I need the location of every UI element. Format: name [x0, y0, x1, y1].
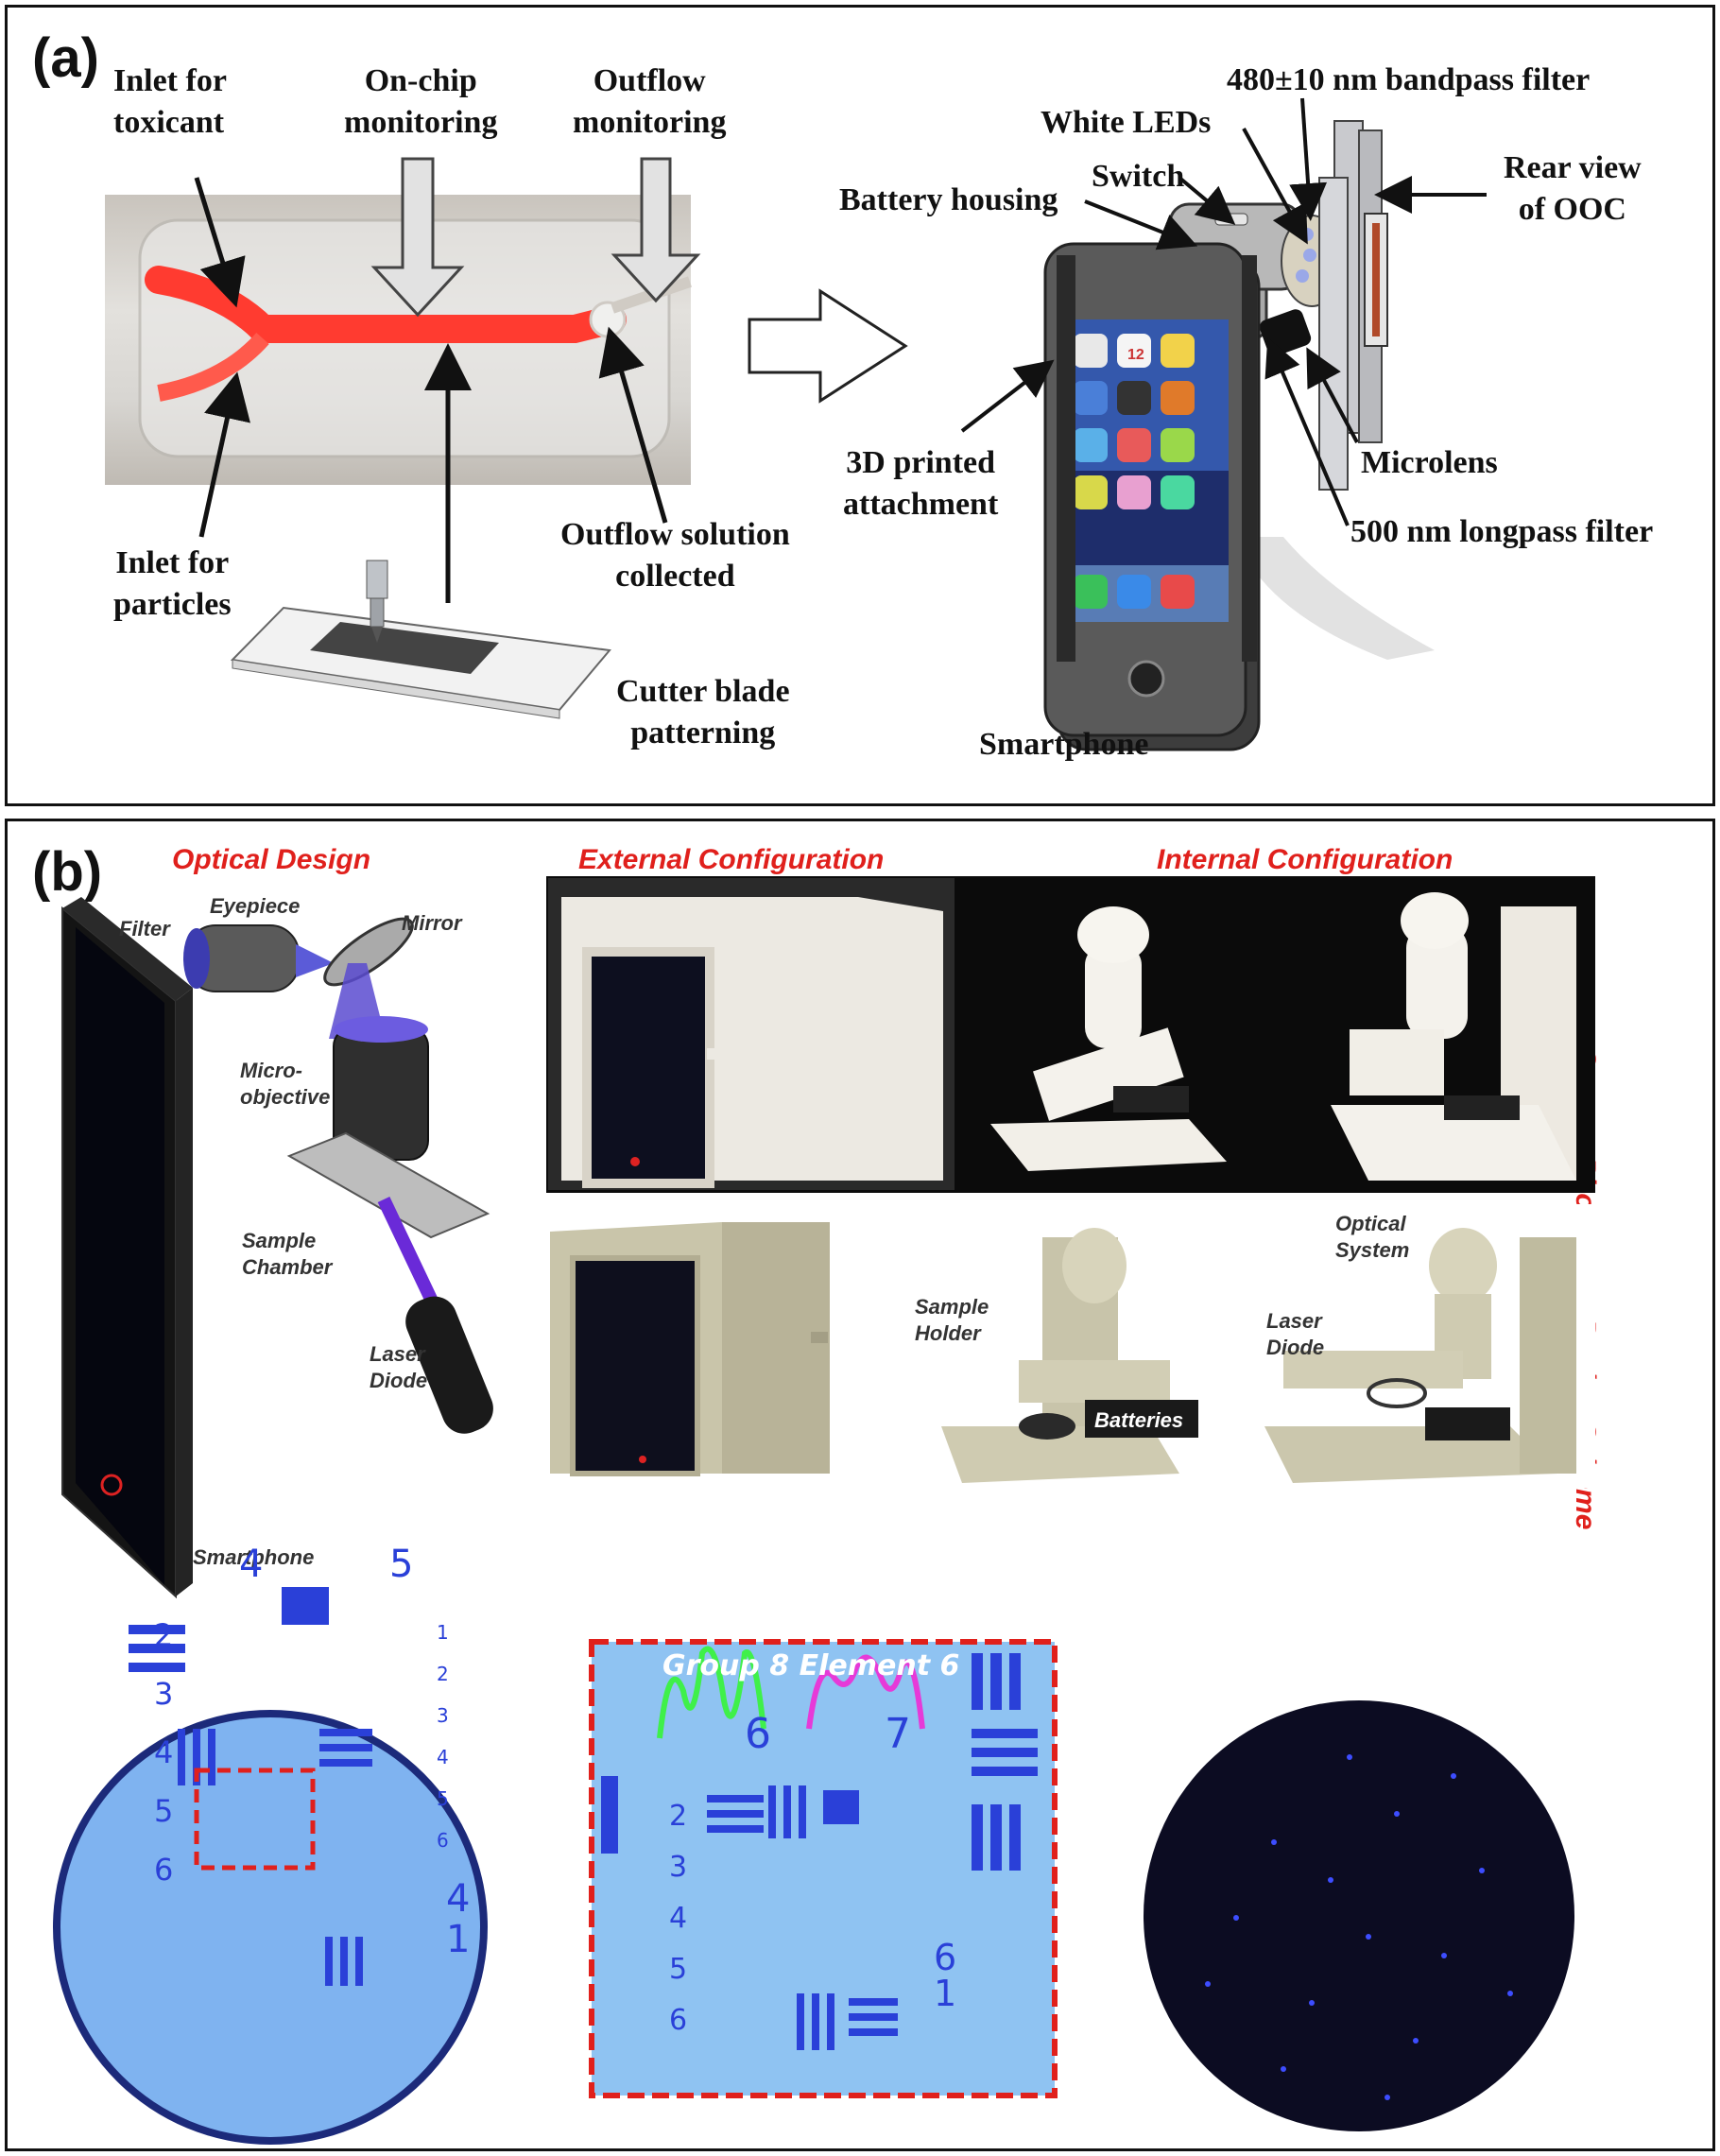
target-group-5: 5	[389, 1543, 414, 1586]
target-right-number-2: 3	[437, 1704, 449, 1727]
label-white-leds: White LEDs	[1041, 105, 1212, 140]
panel-b: (b) Optical Design External Configuratio…	[5, 819, 1715, 2151]
zoom-left-number-0: 2	[669, 1800, 688, 1833]
target-left-number-0: 2	[154, 1617, 174, 1653]
label-optical-system: Optical System	[1335, 1212, 1410, 1262]
design-external-render	[550, 1222, 830, 1476]
target-left-number-4: 6	[154, 1852, 174, 1888]
target-bottom-4: 4	[446, 1877, 471, 1921]
zoom-left-number-4: 6	[669, 2004, 688, 2037]
label-smartphone: Smartphone	[979, 727, 1149, 762]
outflow-solution-arrow	[598, 326, 668, 524]
label-on-chip: On-chip monitoring	[344, 63, 498, 141]
cutter-blade-illustration	[230, 560, 611, 719]
label-eyepiece: Eyepiece	[210, 894, 301, 918]
zoomed-target	[589, 1639, 1058, 2098]
label-batteries: Batteries	[1094, 1408, 1184, 1432]
label-laser-diode: Laser Diode	[370, 1342, 428, 1392]
header-optical-design: Optical Design	[172, 844, 371, 875]
label-scheme-laser-diode: Laser Diode	[1266, 1309, 1325, 1359]
resolution-target-circle	[53, 1587, 488, 2145]
label-longpass: 500 nm longpass filter	[1350, 514, 1654, 549]
panel-b-label: (b)	[32, 841, 103, 903]
panel-a-label: (a)	[32, 27, 99, 89]
bandpass-arrow	[1289, 97, 1328, 221]
label-rear-view: Rear view of OOC	[1504, 150, 1642, 228]
target-left-number-3: 5	[154, 1793, 174, 1829]
label-microlens: Microlens	[1361, 445, 1498, 480]
label-outflow-monitoring: Outflow monitoring	[573, 63, 727, 141]
label-inlet-toxicant: Inlet for toxicant	[113, 63, 227, 141]
zoom-bottom-1: 1	[934, 1973, 957, 2014]
label-sample-holder: Sample Holder	[915, 1295, 989, 1345]
target-group-4: 4	[239, 1543, 264, 1586]
on-chip-arrow	[370, 157, 465, 318]
zoom-left-number-2: 4	[669, 1902, 688, 1935]
label-filter: Filter	[119, 917, 170, 940]
label-battery: Battery housing	[839, 182, 1058, 217]
panel-a-graphics: 12	[138, 97, 1487, 751]
target-right-number-3: 4	[437, 1746, 449, 1768]
label-switch: Switch	[1092, 159, 1185, 194]
zoom-group-label: Group 8 Element 6	[662, 1649, 960, 1682]
label-outflow-solution: Outflow solution collected	[560, 517, 790, 595]
label-optical-smartphone: Smartphone	[193, 1545, 315, 1569]
target-left-column: 2 3 4 5 6	[154, 1606, 182, 1899]
internal-photo-2	[1331, 892, 1576, 1181]
target-right-number-5: 6	[437, 1829, 449, 1852]
panel-a: (a)	[5, 5, 1715, 806]
target-left-number-2: 4	[154, 1734, 174, 1770]
label-bandpass: 480±10 nm bandpass filter	[1227, 62, 1591, 97]
label-mirror: Mirror	[402, 911, 462, 935]
target-bottom-1: 1	[446, 1918, 471, 1961]
internal-photo-1	[990, 906, 1227, 1171]
toxicant-arrow	[194, 177, 246, 308]
label-sample-chamber: Sample Chamber	[242, 1229, 333, 1279]
longpass-arrow	[1264, 336, 1350, 526]
header-external: External Configuration	[578, 844, 885, 875]
zoom-bottom-6: 6	[934, 1937, 957, 1978]
label-inlet-particles: Inlet for particles	[113, 545, 232, 623]
header-internal: Internal Configuration	[1157, 844, 1453, 875]
target-right-number-4: 5	[437, 1787, 449, 1810]
target-right-number-0: 1	[437, 1621, 449, 1644]
battery-arrow	[1084, 199, 1198, 250]
particles-arrow	[198, 371, 250, 538]
target-right-column: 1 2 3 4 5 6	[437, 1612, 459, 1861]
switch-arrow	[1178, 176, 1236, 225]
label-cutter: Cutter blade patterning	[616, 674, 790, 751]
transition-arrow	[748, 288, 908, 404]
smartphone-device	[1043, 120, 1435, 751]
label-printed: 3D printed attachment	[843, 445, 999, 523]
design-internal-render-1	[941, 1228, 1198, 1483]
optical-design-illustration	[61, 897, 493, 1599]
zoom-element-6: 6	[745, 1710, 771, 1758]
design-internal-render-2	[1264, 1228, 1576, 1483]
fluorescence-image	[1144, 1700, 1574, 2131]
zoom-element-7: 7	[885, 1710, 911, 1758]
zoom-left-number-1: 3	[669, 1851, 688, 1884]
zoom-left-column: 2 3 4 5 6	[669, 1791, 696, 2046]
microlens-arrow	[1306, 347, 1359, 443]
printed-arrow	[960, 359, 1055, 433]
zoom-left-number-3: 5	[669, 1953, 688, 1986]
target-left-number-1: 3	[154, 1676, 174, 1712]
label-micro-objective: Micro- objective	[240, 1059, 331, 1109]
outflow-arrow	[611, 157, 701, 303]
target-right-number-1: 2	[437, 1663, 449, 1685]
panel-b-graphics	[53, 878, 1576, 2145]
phone-time: 12	[1127, 347, 1144, 363]
external-photo	[548, 878, 955, 1190]
